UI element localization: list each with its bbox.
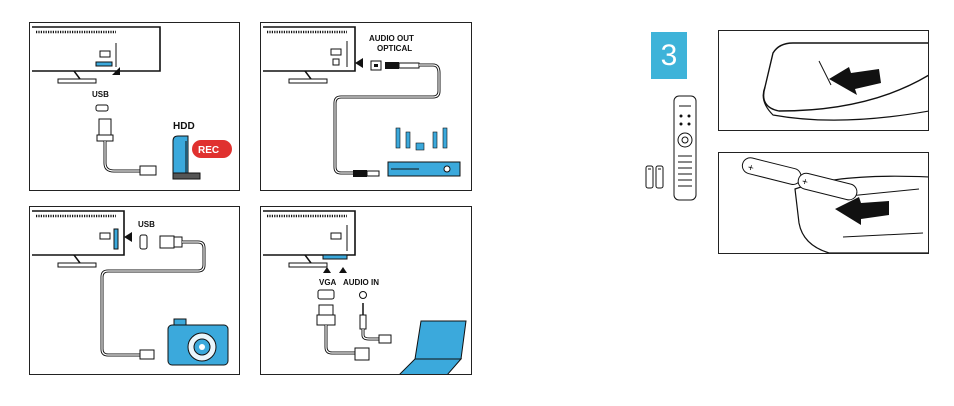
usb-port-icon xyxy=(140,235,147,249)
tv-icon xyxy=(263,211,355,273)
open-battery-cover-illustration xyxy=(719,31,929,131)
usb-port-label: USB xyxy=(92,90,109,99)
hdd-label: HDD xyxy=(173,121,195,132)
usb-camera-illustration: USB xyxy=(30,207,240,375)
rec-badge: REC xyxy=(192,140,232,158)
tv-icon xyxy=(32,27,160,83)
audio-in-label: AUDIO IN xyxy=(343,278,379,287)
panel-insert-batteries: + + xyxy=(718,152,929,254)
usb-plug-icon xyxy=(97,119,113,141)
step-number-badge: 3 xyxy=(651,32,687,79)
remote-control-icon xyxy=(674,96,696,200)
usb-port-label: USB xyxy=(138,220,155,229)
usb-port-icon xyxy=(96,105,108,111)
audio-out-label: AUDIO OUT xyxy=(369,34,414,43)
laptop-icon xyxy=(399,321,466,375)
pc-vga-illustration: VGA AUDIO IN xyxy=(261,207,472,375)
remote-control-illustration xyxy=(640,94,705,204)
optical-plug-icon xyxy=(385,62,419,69)
home-theater-icon xyxy=(388,128,460,176)
panel-audio-optical: AUDIO OUT OPTICAL xyxy=(260,22,472,191)
audio-jack-icon xyxy=(360,303,366,329)
vga-label: VGA xyxy=(319,278,337,287)
tv-icon xyxy=(32,211,132,267)
audio-in-port-icon xyxy=(360,292,367,299)
camera-icon xyxy=(168,319,228,365)
mini-usb-plug-icon xyxy=(140,350,154,359)
tv-icon xyxy=(263,27,363,83)
insert-batteries-illustration: + + xyxy=(719,153,929,254)
panel-open-battery-cover xyxy=(718,30,929,131)
mini-usb-plug-icon xyxy=(140,166,156,175)
panel-pc-vga: VGA AUDIO IN xyxy=(260,206,472,375)
vga-port-icon xyxy=(318,290,334,299)
audio-jack-icon xyxy=(379,335,391,343)
usb-plug-icon xyxy=(160,236,182,248)
panel-usb-camera: USB xyxy=(29,206,240,375)
vga-plug-icon xyxy=(317,305,335,325)
audio-optical-illustration: AUDIO OUT OPTICAL xyxy=(261,23,472,191)
optical-label: OPTICAL xyxy=(377,44,412,53)
usb-hdd-illustration: USB HDD REC xyxy=(30,23,240,191)
batteries-icon xyxy=(646,166,663,188)
svg-text:REC: REC xyxy=(198,145,219,156)
vga-plug-icon xyxy=(355,348,369,360)
panel-usb-hdd: USB HDD REC xyxy=(29,22,240,191)
battery-icon: + xyxy=(741,156,807,187)
optical-plug-icon xyxy=(353,170,379,177)
